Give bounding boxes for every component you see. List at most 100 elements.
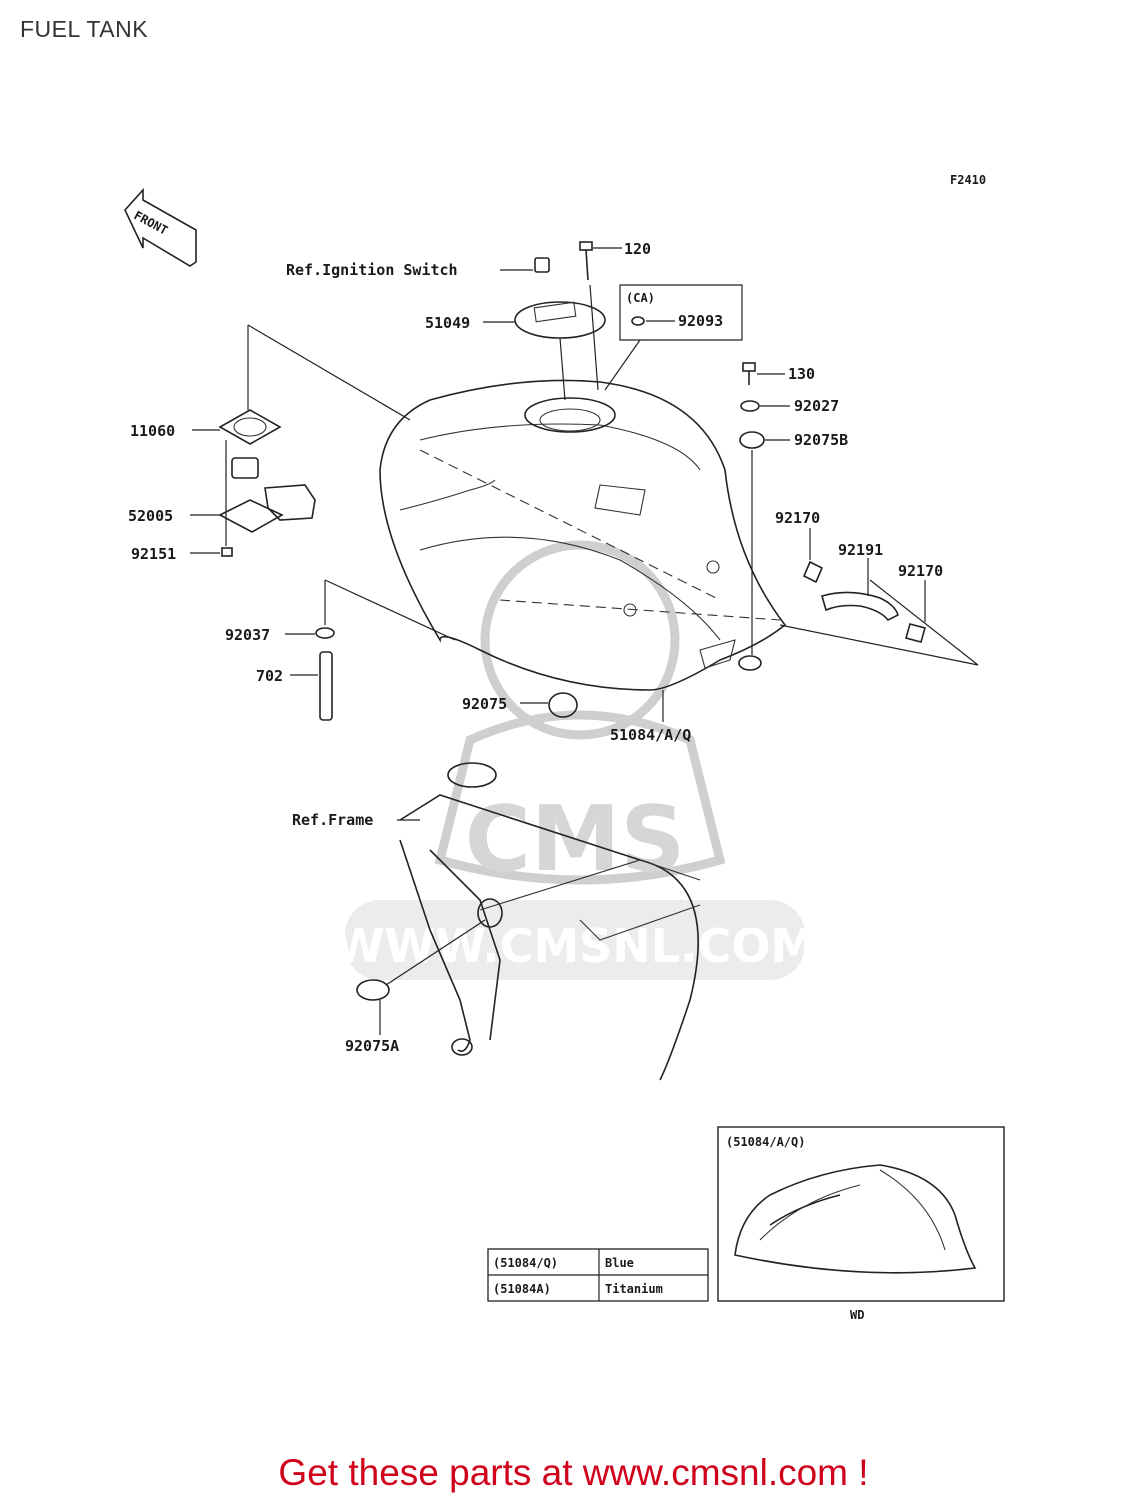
- filler-neck: [524, 397, 616, 433]
- color-table: (51084/Q) Blue (51084A) Titanium: [487, 1248, 709, 1302]
- label-702: 702: [256, 667, 283, 685]
- frame-steering-head: [447, 762, 497, 788]
- inset-tank-contours: [759, 1169, 946, 1251]
- rear-mount-stack: [739, 362, 790, 655]
- fuel-cap-lid: [533, 301, 577, 323]
- ca-frame: [619, 284, 743, 341]
- label-130: 130: [788, 365, 815, 383]
- cap-92037-icon: [315, 627, 335, 639]
- label-52005: 52005: [128, 507, 173, 525]
- callout-labels: 120 Ref.Ignition Switch 51049 92093 130 …: [128, 240, 943, 1055]
- figure-code: F2410: [950, 173, 986, 187]
- pump-guide: [247, 324, 411, 421]
- label-92075a: 92075A: [345, 1037, 399, 1055]
- color-table-color-0: Blue: [605, 1256, 634, 1270]
- frame-mount-boss: [477, 898, 503, 928]
- label-frame-ref: Ref.Frame: [292, 811, 373, 829]
- gasket-11060-icon: [218, 409, 282, 445]
- label-ignition-ref: Ref.Ignition Switch: [286, 261, 458, 279]
- watermark: CMS WWW.CMSNL.COM: [334, 540, 817, 980]
- washer-92093-icon: [631, 316, 645, 326]
- label-92151: 92151: [131, 545, 176, 563]
- label-51084: 51084/A/Q: [610, 726, 691, 744]
- frame-cross-member: [479, 859, 701, 911]
- color-table-color-1: Titanium: [605, 1282, 663, 1296]
- label-92093: 92093: [678, 312, 723, 330]
- watermark-figure-icon: [434, 710, 726, 885]
- label-92170-a: 92170: [775, 509, 820, 527]
- inset-tank-outline: [734, 1164, 977, 1274]
- bolt-120-shank: [585, 249, 589, 281]
- bolt-120-head: [579, 241, 593, 251]
- tank-boss: [623, 603, 637, 617]
- bolt-120-axis: [589, 284, 599, 391]
- label-11060: 11060: [130, 422, 175, 440]
- label-92191: 92191: [838, 541, 883, 559]
- frame-down-tube: [399, 839, 471, 1053]
- clamp-92170-a-icon: [802, 560, 824, 584]
- color-table-code-1: (51084A): [493, 1282, 551, 1296]
- fuel-cap: [514, 257, 606, 401]
- cap-leader: [559, 337, 566, 401]
- page-title: FUEL TANK: [20, 16, 149, 42]
- inset-caption: WD: [850, 1308, 864, 1322]
- fuel-pump-group: [190, 324, 411, 557]
- label-92075: 92075: [462, 695, 507, 713]
- frame-section: [356, 762, 701, 1081]
- damper-92075a-icon: [356, 979, 390, 1001]
- tube-702-icon: [319, 651, 333, 721]
- label-92027: 92027: [794, 397, 839, 415]
- frame-lower-lug: [451, 1038, 473, 1056]
- frame-upper-rail: [399, 794, 699, 1081]
- fuel-tank: [379, 379, 787, 691]
- tank-boss-2: [706, 560, 720, 574]
- gasket-11060-hole: [233, 417, 267, 437]
- tank-centerline: [419, 449, 721, 601]
- tank-contour-mid: [419, 536, 721, 641]
- rear-mount-grommet: [738, 655, 762, 671]
- damper-92075a-guide: [385, 919, 486, 986]
- hose-assembly-guide: [779, 579, 979, 666]
- rear-bracket: [699, 639, 736, 669]
- tank-baseline: [499, 599, 781, 621]
- bolt-92151-icon: [221, 547, 233, 557]
- parts-diagram: CMS WWW.CMSNL.COM F2410 FRONT: [124, 173, 1005, 1322]
- color-table-code-0: (51084/Q): [493, 1256, 558, 1270]
- pump-52005-flange-icon: [218, 499, 284, 533]
- tank-side-line: [399, 479, 496, 511]
- breather-hose: [779, 528, 979, 666]
- damper-92075: [520, 690, 664, 722]
- watermark-url: WWW.CMSNL.COM: [334, 919, 817, 973]
- drain-guide: [324, 579, 456, 641]
- pump-connector: [231, 457, 259, 479]
- damper-92075b-icon: [739, 431, 765, 449]
- mounting-plate: [594, 484, 646, 516]
- pump-motor-icon: [264, 484, 316, 521]
- damper-92075-icon: [548, 692, 578, 718]
- ca-leader: [604, 339, 641, 391]
- frame-inner-rail: [429, 849, 501, 1041]
- watermark-face-icon: [480, 540, 680, 740]
- collar-92027-icon: [740, 400, 760, 412]
- bolt-130-head: [742, 362, 756, 372]
- cta-link[interactable]: Get these parts at www.cmsnl.com !: [278, 1452, 869, 1493]
- label-92075b: 92075B: [794, 431, 848, 449]
- ca-label: (CA): [626, 291, 655, 305]
- label-92170-b: 92170: [898, 562, 943, 580]
- drain-group: [285, 579, 456, 721]
- label-92037: 92037: [225, 626, 270, 644]
- front-arrow: FRONT: [124, 187, 197, 267]
- ignition-key-cylinder: [534, 257, 550, 273]
- inset-box: (51084/A/Q) WD: [717, 1126, 1005, 1322]
- watermark-banner: [345, 900, 805, 980]
- front-arrow-icon: [124, 187, 197, 267]
- clamp-92170-b-icon: [905, 623, 926, 643]
- inset-title: (51084/A/Q): [726, 1135, 805, 1149]
- hose-92191-icon: [821, 591, 899, 622]
- label-120: 120: [624, 240, 651, 258]
- inset-frame: [717, 1126, 1005, 1302]
- filler-opening: [539, 408, 601, 432]
- ca-box: (CA): [604, 284, 743, 391]
- frame-gusset: [579, 904, 701, 941]
- label-51049: 51049: [425, 314, 470, 332]
